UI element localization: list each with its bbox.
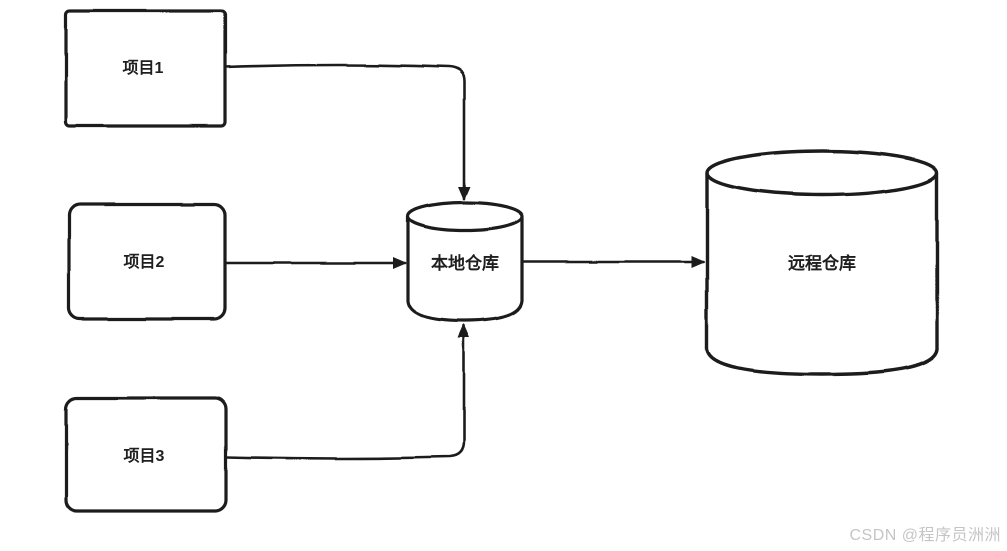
arrow-project1-to-local — [223, 63, 470, 200]
project1-box — [64, 9, 227, 128]
local-repo-label: 本地仓库 — [431, 253, 499, 273]
local-repo-cylinder — [406, 200, 524, 323]
csdn-watermark: CSDN @程序员洲洲 — [849, 527, 1001, 544]
project2-box — [67, 202, 227, 321]
remote-repo-top — [705, 149, 939, 197]
remote-repo-cylinder — [705, 149, 939, 376]
project3-label: 项目3 — [124, 447, 165, 465]
project3-box — [64, 396, 228, 513]
project2-label: 项目2 — [124, 253, 165, 271]
arrow-project3-to-local — [225, 324, 470, 460]
project1-label: 项目1 — [123, 59, 164, 77]
remote-repo-body — [705, 172, 939, 376]
local-repo-top — [406, 200, 524, 232]
remote-repo-label: 远程仓库 — [788, 253, 856, 273]
node-labels: 项目1 项目2 项目3 本地仓库 远程仓库 — [123, 59, 856, 465]
arrows — [223, 63, 705, 460]
local-repo-body — [406, 215, 524, 323]
